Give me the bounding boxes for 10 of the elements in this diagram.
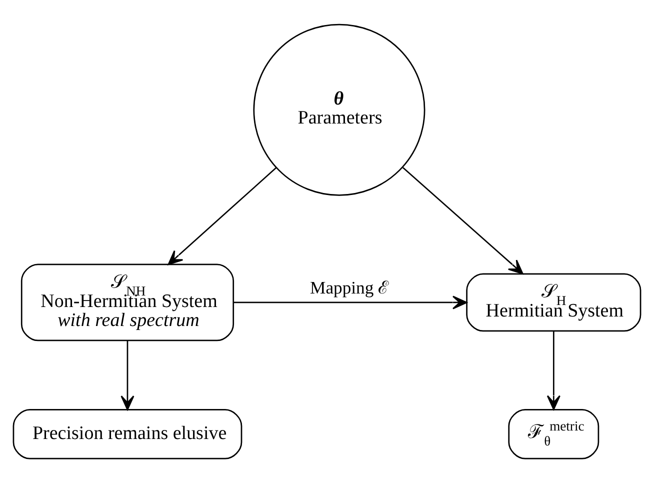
arrow	[402, 167, 524, 274]
node-box: 𝒮$_{H}$ Hermitian System	[466, 273, 642, 332]
node-box: Precision remains elusive	[12, 409, 242, 460]
edge-label: Mapping ℰ	[310, 278, 390, 298]
arrow	[168, 167, 277, 266]
arrow	[233, 296, 468, 310]
node-box: 𝒮$_{NH}$ Non-Hermitian System with real spectrum	[20, 264, 234, 342]
arrow	[546, 331, 560, 410]
node-circle: θ Parameters	[253, 24, 426, 196]
arrow	[120, 340, 134, 410]
